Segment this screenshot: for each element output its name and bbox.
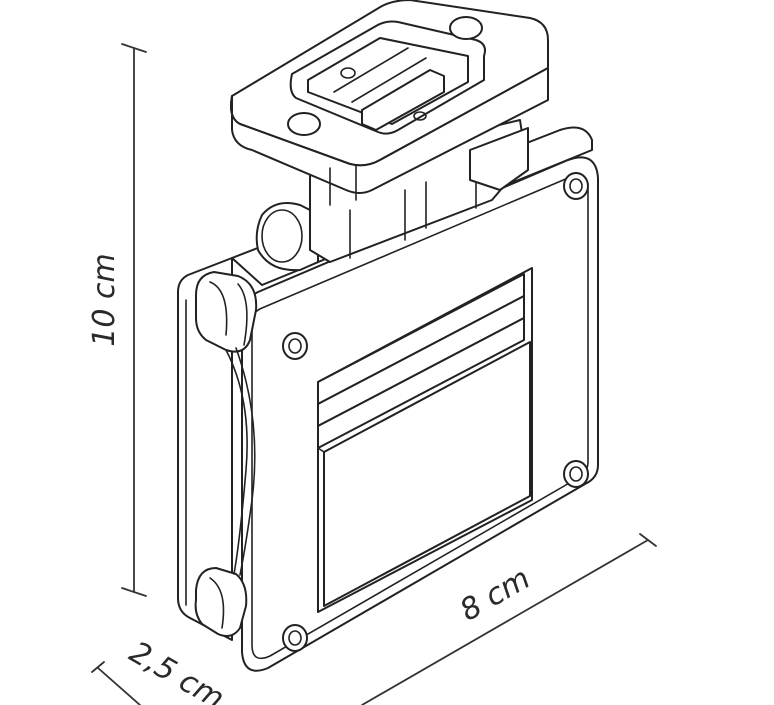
screw-left-upper	[282, 332, 308, 360]
height-label: 10 cm	[87, 253, 122, 346]
top-mount	[230, 0, 549, 272]
label-window	[317, 267, 533, 613]
screw-bottom-right	[563, 460, 589, 488]
depth-dimension: 2,5 cm	[91, 635, 230, 705]
width-label: 8 cm	[454, 561, 536, 628]
hinge-top	[195, 271, 258, 353]
screw-bottom-left	[282, 624, 308, 652]
depth-label: 2,5 cm	[123, 635, 230, 705]
height-dimension: 10 cm	[87, 43, 147, 597]
hinge-bottom	[194, 567, 248, 637]
screw-top-right	[563, 172, 589, 200]
